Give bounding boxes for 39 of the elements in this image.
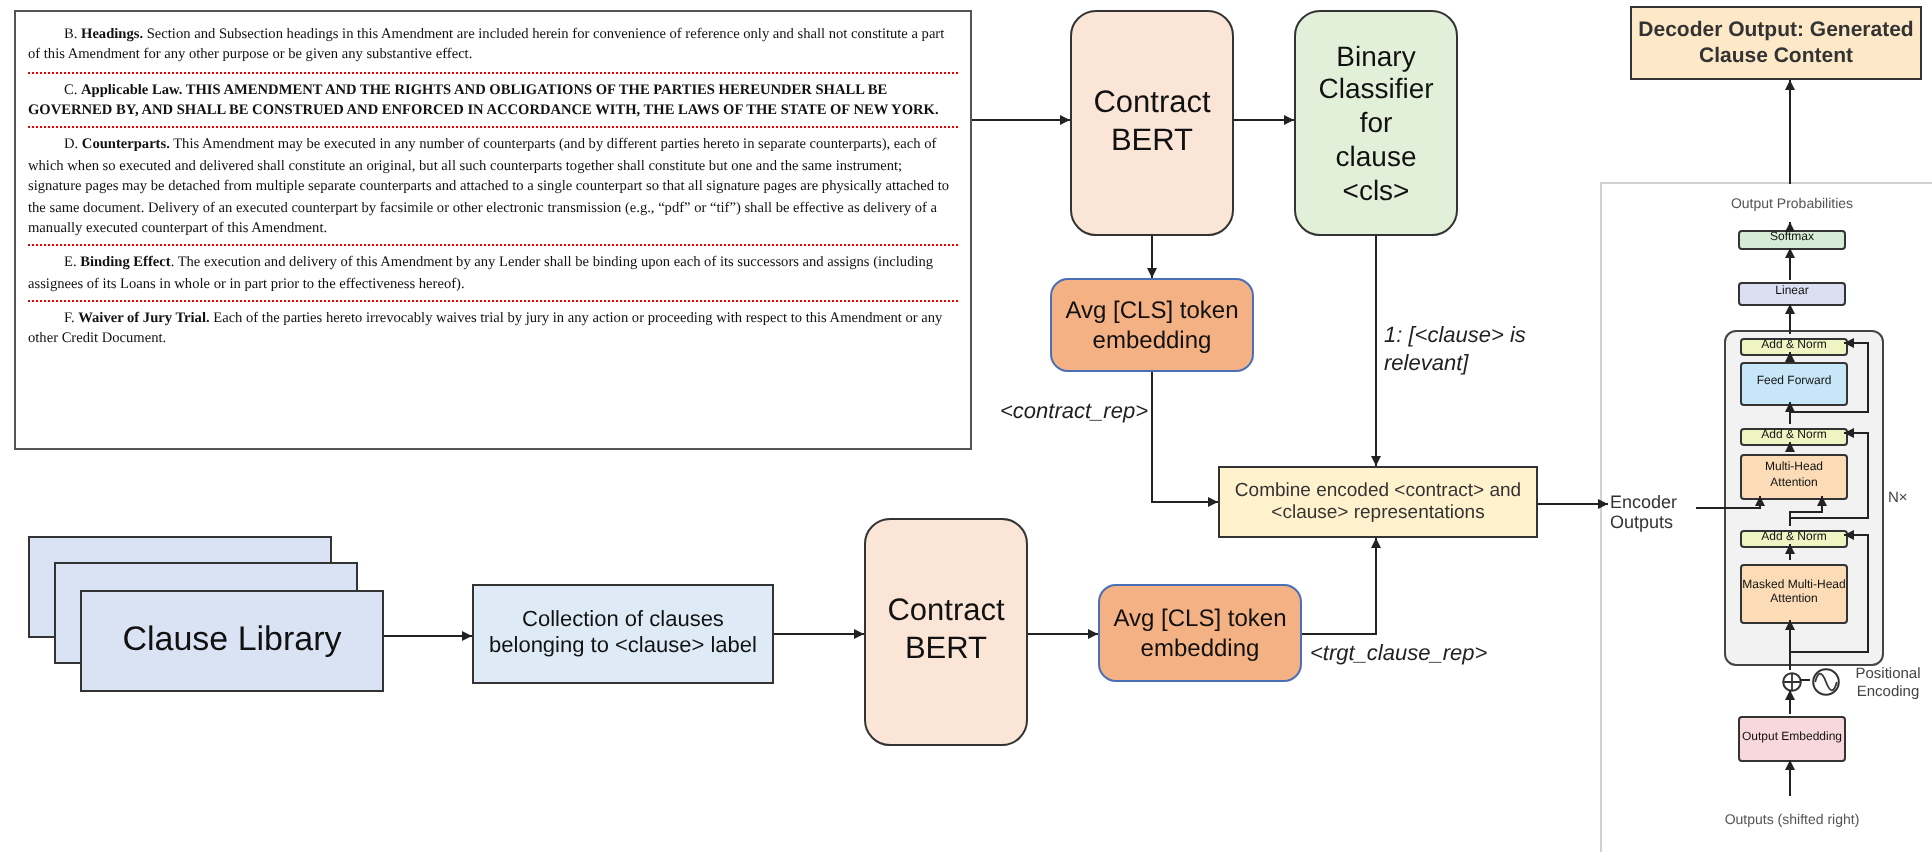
arrow <box>1785 759 1795 797</box>
process-box: Combine encoded <contract> and <clause> representations <box>1218 466 1538 538</box>
arrow <box>1785 351 1795 362</box>
arrow <box>383 631 473 641</box>
stacked-cards-drawing <box>28 536 384 692</box>
arrow <box>1233 115 1295 125</box>
repeat-block <box>1724 330 1884 666</box>
arrow <box>1301 537 1381 635</box>
text-label: Encoder Outputs <box>1610 488 1698 536</box>
arrow <box>1147 235 1157 279</box>
process-box: Collection of clauses belonging to <clause> label <box>472 584 774 684</box>
output-box: Decoder Output: Generated Clause Content <box>1630 6 1922 80</box>
arrow <box>1371 235 1381 467</box>
arrow <box>1785 689 1795 715</box>
card-title: Clause Library <box>122 620 342 662</box>
classifier-box: Binary Classifier for clause <cls> <box>1294 10 1458 236</box>
document-excerpt <box>14 10 972 450</box>
arrow <box>1151 371 1219 507</box>
arrow <box>971 115 1071 125</box>
arrow <box>1027 629 1099 639</box>
arrow <box>1785 247 1795 281</box>
add-circle <box>1782 672 1802 692</box>
arrow <box>1695 495 1765 509</box>
embedding-box: Avg [CLS] token embedding <box>1050 278 1254 372</box>
arrow <box>1785 303 1795 335</box>
arrow <box>773 629 865 639</box>
embedding-box: Avg [CLS] token embedding <box>1098 584 1302 682</box>
model-box: Contract BERT <box>1070 10 1234 236</box>
arrow <box>1789 338 1869 425</box>
arrow <box>1785 79 1795 185</box>
sine-wave-circle <box>1812 668 1840 696</box>
model-box: Contract BERT <box>864 518 1028 746</box>
arrow <box>1785 221 1795 232</box>
arrow <box>1785 441 1795 452</box>
arrow <box>1789 428 1869 527</box>
arrow <box>1537 499 1609 509</box>
connector-line <box>1799 679 1811 681</box>
architecture-panel <box>1600 182 1932 852</box>
arrow <box>1785 543 1795 561</box>
